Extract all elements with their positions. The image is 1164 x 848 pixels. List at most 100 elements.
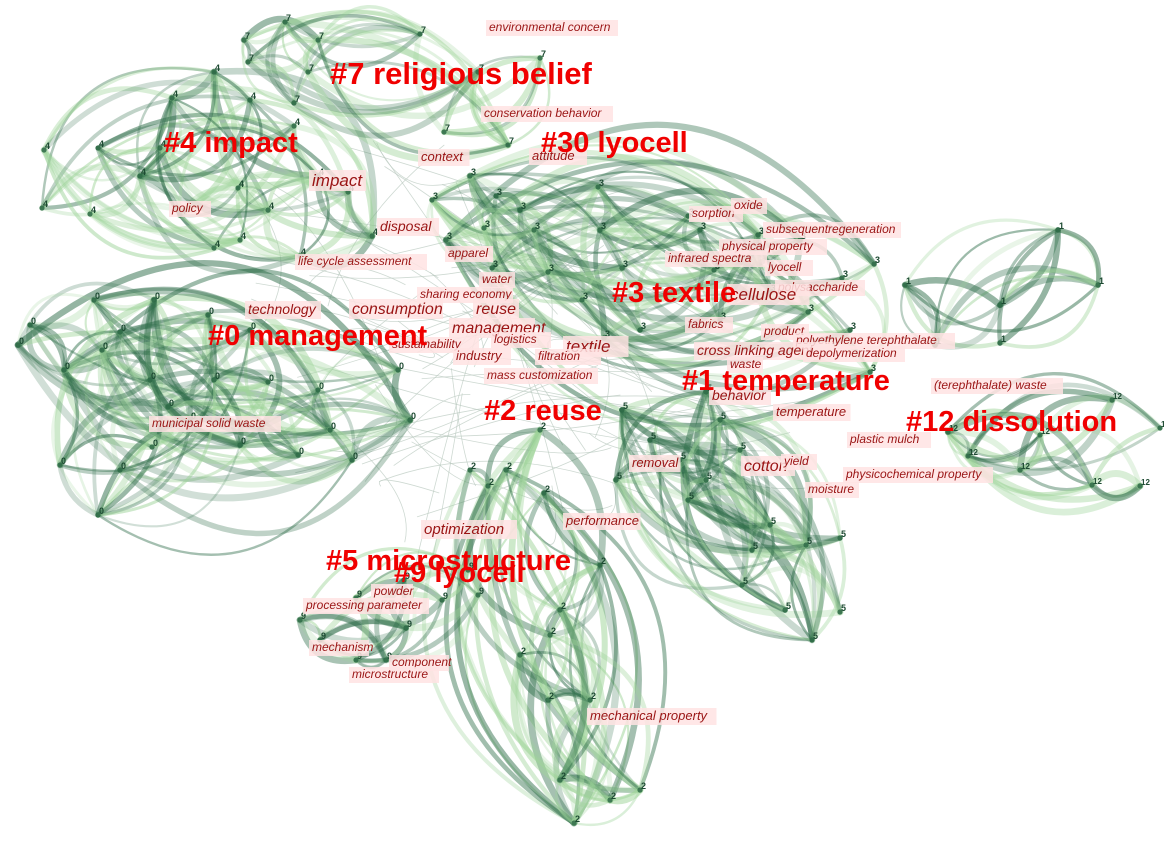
node-dot <box>547 632 553 638</box>
node-number-label: 0 <box>353 451 358 461</box>
cluster-edge <box>244 36 322 74</box>
cluster-edge <box>304 54 544 119</box>
cluster-edge <box>138 126 320 178</box>
node-number-label: 0 <box>251 321 256 331</box>
node-dot <box>205 312 211 318</box>
node-number-label: 9 <box>321 631 326 641</box>
cluster-label-c3: #3 textile <box>612 277 736 309</box>
cluster-edge <box>235 186 302 258</box>
cluster-edge <box>57 417 193 475</box>
cluster-edge <box>443 159 877 267</box>
cluster-edge <box>467 173 717 288</box>
cluster-edge <box>678 458 787 612</box>
cluster-edge <box>354 564 480 600</box>
node-number-label: 0 <box>155 291 160 301</box>
node-dot <box>613 477 619 483</box>
cluster-edge <box>620 408 754 552</box>
keyword-terephthalate-waste: (terephthalate) waste <box>934 378 1047 392</box>
cluster-edge <box>598 214 690 240</box>
node-number-label: 3 <box>583 291 588 301</box>
cluster-edge <box>740 583 787 612</box>
cluster-edge <box>637 227 707 333</box>
cluster-edge <box>211 366 271 385</box>
node-dot <box>997 302 1003 308</box>
node-number-label: 0 <box>241 436 246 446</box>
cluster-edge <box>100 335 216 382</box>
cluster-edge <box>42 148 320 234</box>
cluster-edge <box>283 20 320 44</box>
node-dot <box>439 597 445 603</box>
node-number-label: 5 <box>617 471 622 481</box>
node-number-label: 0 <box>153 438 158 448</box>
cluster-edge <box>598 228 852 335</box>
cluster-edge <box>740 523 775 587</box>
node-dot <box>1037 432 1043 438</box>
keyword-background <box>169 201 211 217</box>
node-dot <box>847 327 853 333</box>
cluster-edge <box>645 438 690 502</box>
cluster-edge <box>517 208 584 302</box>
cluster-edge <box>614 478 690 514</box>
cluster-edge <box>281 20 310 74</box>
node-number-label: 2 <box>561 601 566 611</box>
keyword-background <box>731 198 767 214</box>
node-dot <box>481 225 487 231</box>
cluster-edge <box>61 350 243 448</box>
cluster-edge <box>91 286 321 393</box>
cluster-edge <box>354 598 444 663</box>
node-dot <box>151 297 157 303</box>
cluster-edge <box>297 189 352 259</box>
keyword-physicochemical-property: physicochemical property <box>845 467 982 481</box>
keyword-background <box>587 708 717 725</box>
node-dot <box>1055 227 1061 233</box>
cluster-edge <box>493 190 625 271</box>
cluster-edge <box>517 207 585 303</box>
node-number-label: 0 <box>299 446 304 456</box>
keyword-attitude: attitude <box>532 148 575 163</box>
cluster-edge <box>96 405 332 517</box>
cluster-edge <box>117 323 217 383</box>
cluster-edge <box>545 269 643 333</box>
thin-edge <box>378 479 440 494</box>
cluster-edge <box>613 441 743 483</box>
cluster-edge <box>505 469 601 566</box>
node-number-label: 12 <box>1113 392 1122 401</box>
node-number-label: 12 <box>1093 477 1102 486</box>
cluster-edge <box>580 200 802 302</box>
node-number-label: 12 <box>949 424 958 433</box>
cluster-edge <box>614 478 808 571</box>
node-number-label: 0 <box>169 398 174 408</box>
cluster-edge <box>524 490 563 613</box>
cluster-edge <box>311 388 332 432</box>
cluster-edge <box>998 283 1100 349</box>
cluster-edge <box>99 347 333 448</box>
cluster-edge <box>430 155 760 237</box>
node-dot <box>749 547 755 553</box>
cluster-edge <box>620 408 752 587</box>
cluster-edge <box>429 197 877 364</box>
node-number-label: 3 <box>599 178 604 188</box>
cluster-edge <box>739 565 843 615</box>
node-dot <box>247 327 253 333</box>
cluster-edge <box>95 297 165 518</box>
cluster-edge <box>1089 425 1163 488</box>
keyword-consumption: consumption <box>352 301 443 318</box>
keyword-background <box>665 251 767 267</box>
node-dot <box>291 100 297 106</box>
cluster-edge <box>580 183 644 334</box>
node-number-label: 2 <box>551 626 556 636</box>
cluster-edge <box>580 298 722 352</box>
cluster-edge <box>245 59 481 116</box>
keyword-mechanical-property: mechanical property <box>590 708 709 723</box>
node-number-label: 4 <box>45 141 50 151</box>
keyword-behavior: behavior <box>712 387 767 403</box>
cluster-edge <box>236 186 270 212</box>
cluster-edge <box>684 488 774 529</box>
node-number-label: 7 <box>249 53 254 63</box>
node-dot <box>1157 425 1163 431</box>
cluster-edge <box>532 228 585 302</box>
cluster-edge <box>99 347 355 488</box>
cluster-edge <box>88 146 162 216</box>
cluster-edge <box>95 112 351 195</box>
cluster-edge <box>532 221 772 294</box>
